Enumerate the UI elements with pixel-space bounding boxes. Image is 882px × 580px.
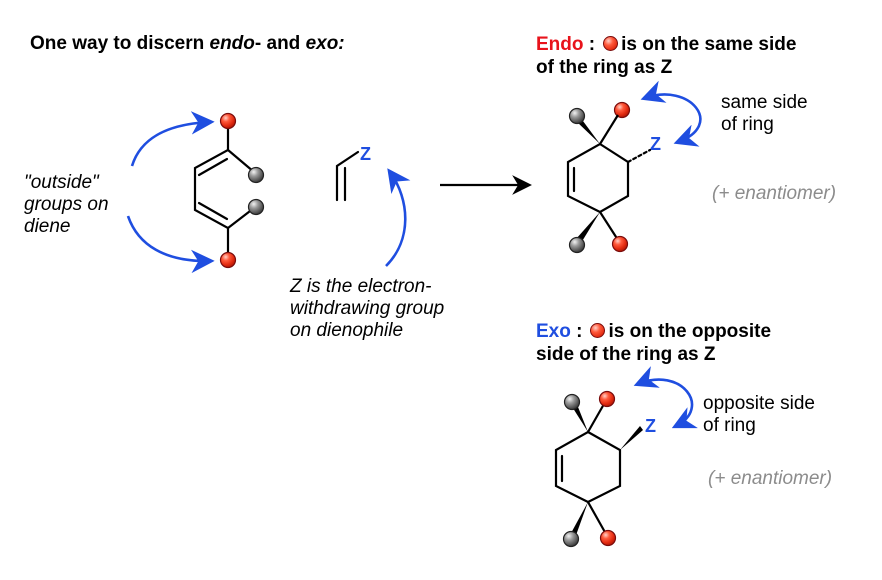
bond	[599, 114, 619, 145]
outside-groups-label: "outside" groups on diene	[24, 172, 109, 237]
red-ball-icon	[611, 235, 629, 253]
exo-enantiomer-note: (+ enantiomer)	[708, 468, 833, 489]
wedge-bond	[570, 502, 588, 538]
endo-header: Endo :is on the same side of the ring as…	[536, 34, 797, 78]
page-title: One way to discern endo- and exo:	[30, 33, 345, 54]
red-ball-icon	[613, 101, 631, 119]
exo-product-structure	[554, 402, 622, 536]
curved-arrow-icon	[385, 168, 411, 267]
wedge-bond	[571, 402, 588, 432]
red-ball-icon	[598, 390, 616, 408]
exo-word: Exo	[536, 321, 571, 342]
diene-structure	[193, 122, 256, 258]
red-ball-icon	[219, 251, 237, 269]
exo-header: Exo :is on the opposite side of the ring…	[536, 321, 772, 365]
dienophile-z-label: Z	[360, 144, 371, 164]
curved-arrow-icon	[126, 215, 215, 274]
grey-ball-icon	[247, 198, 265, 216]
exo-side-note: opposite side of ring	[703, 393, 815, 436]
endo-product-structure	[566, 142, 652, 242]
red-ball-icon	[603, 36, 619, 51]
red-ball-icon	[590, 323, 606, 338]
grey-ball-icon	[247, 166, 265, 184]
grey-ball-icon	[562, 530, 580, 548]
endo-word: Endo	[536, 34, 584, 55]
wedge-bond	[576, 117, 600, 144]
grey-ball-icon	[568, 236, 586, 254]
grey-ball-icon	[568, 107, 586, 125]
grey-ball-icon	[563, 393, 581, 411]
ewg-label: Z is the electron- withdrawing group on …	[290, 276, 445, 341]
endo-enantiomer-note: (+ enantiomer)	[712, 183, 837, 204]
curved-arrow-icon	[633, 366, 698, 429]
red-ball-icon	[599, 529, 617, 547]
dienophile-structure	[335, 150, 360, 202]
wedge-bond	[620, 426, 643, 450]
curved-arrow-icon	[130, 111, 215, 167]
wedge-bond	[576, 212, 600, 243]
endo-side-note: same side of ring	[721, 92, 808, 135]
red-ball-icon	[219, 112, 237, 130]
curved-arrow-icon	[640, 80, 702, 147]
